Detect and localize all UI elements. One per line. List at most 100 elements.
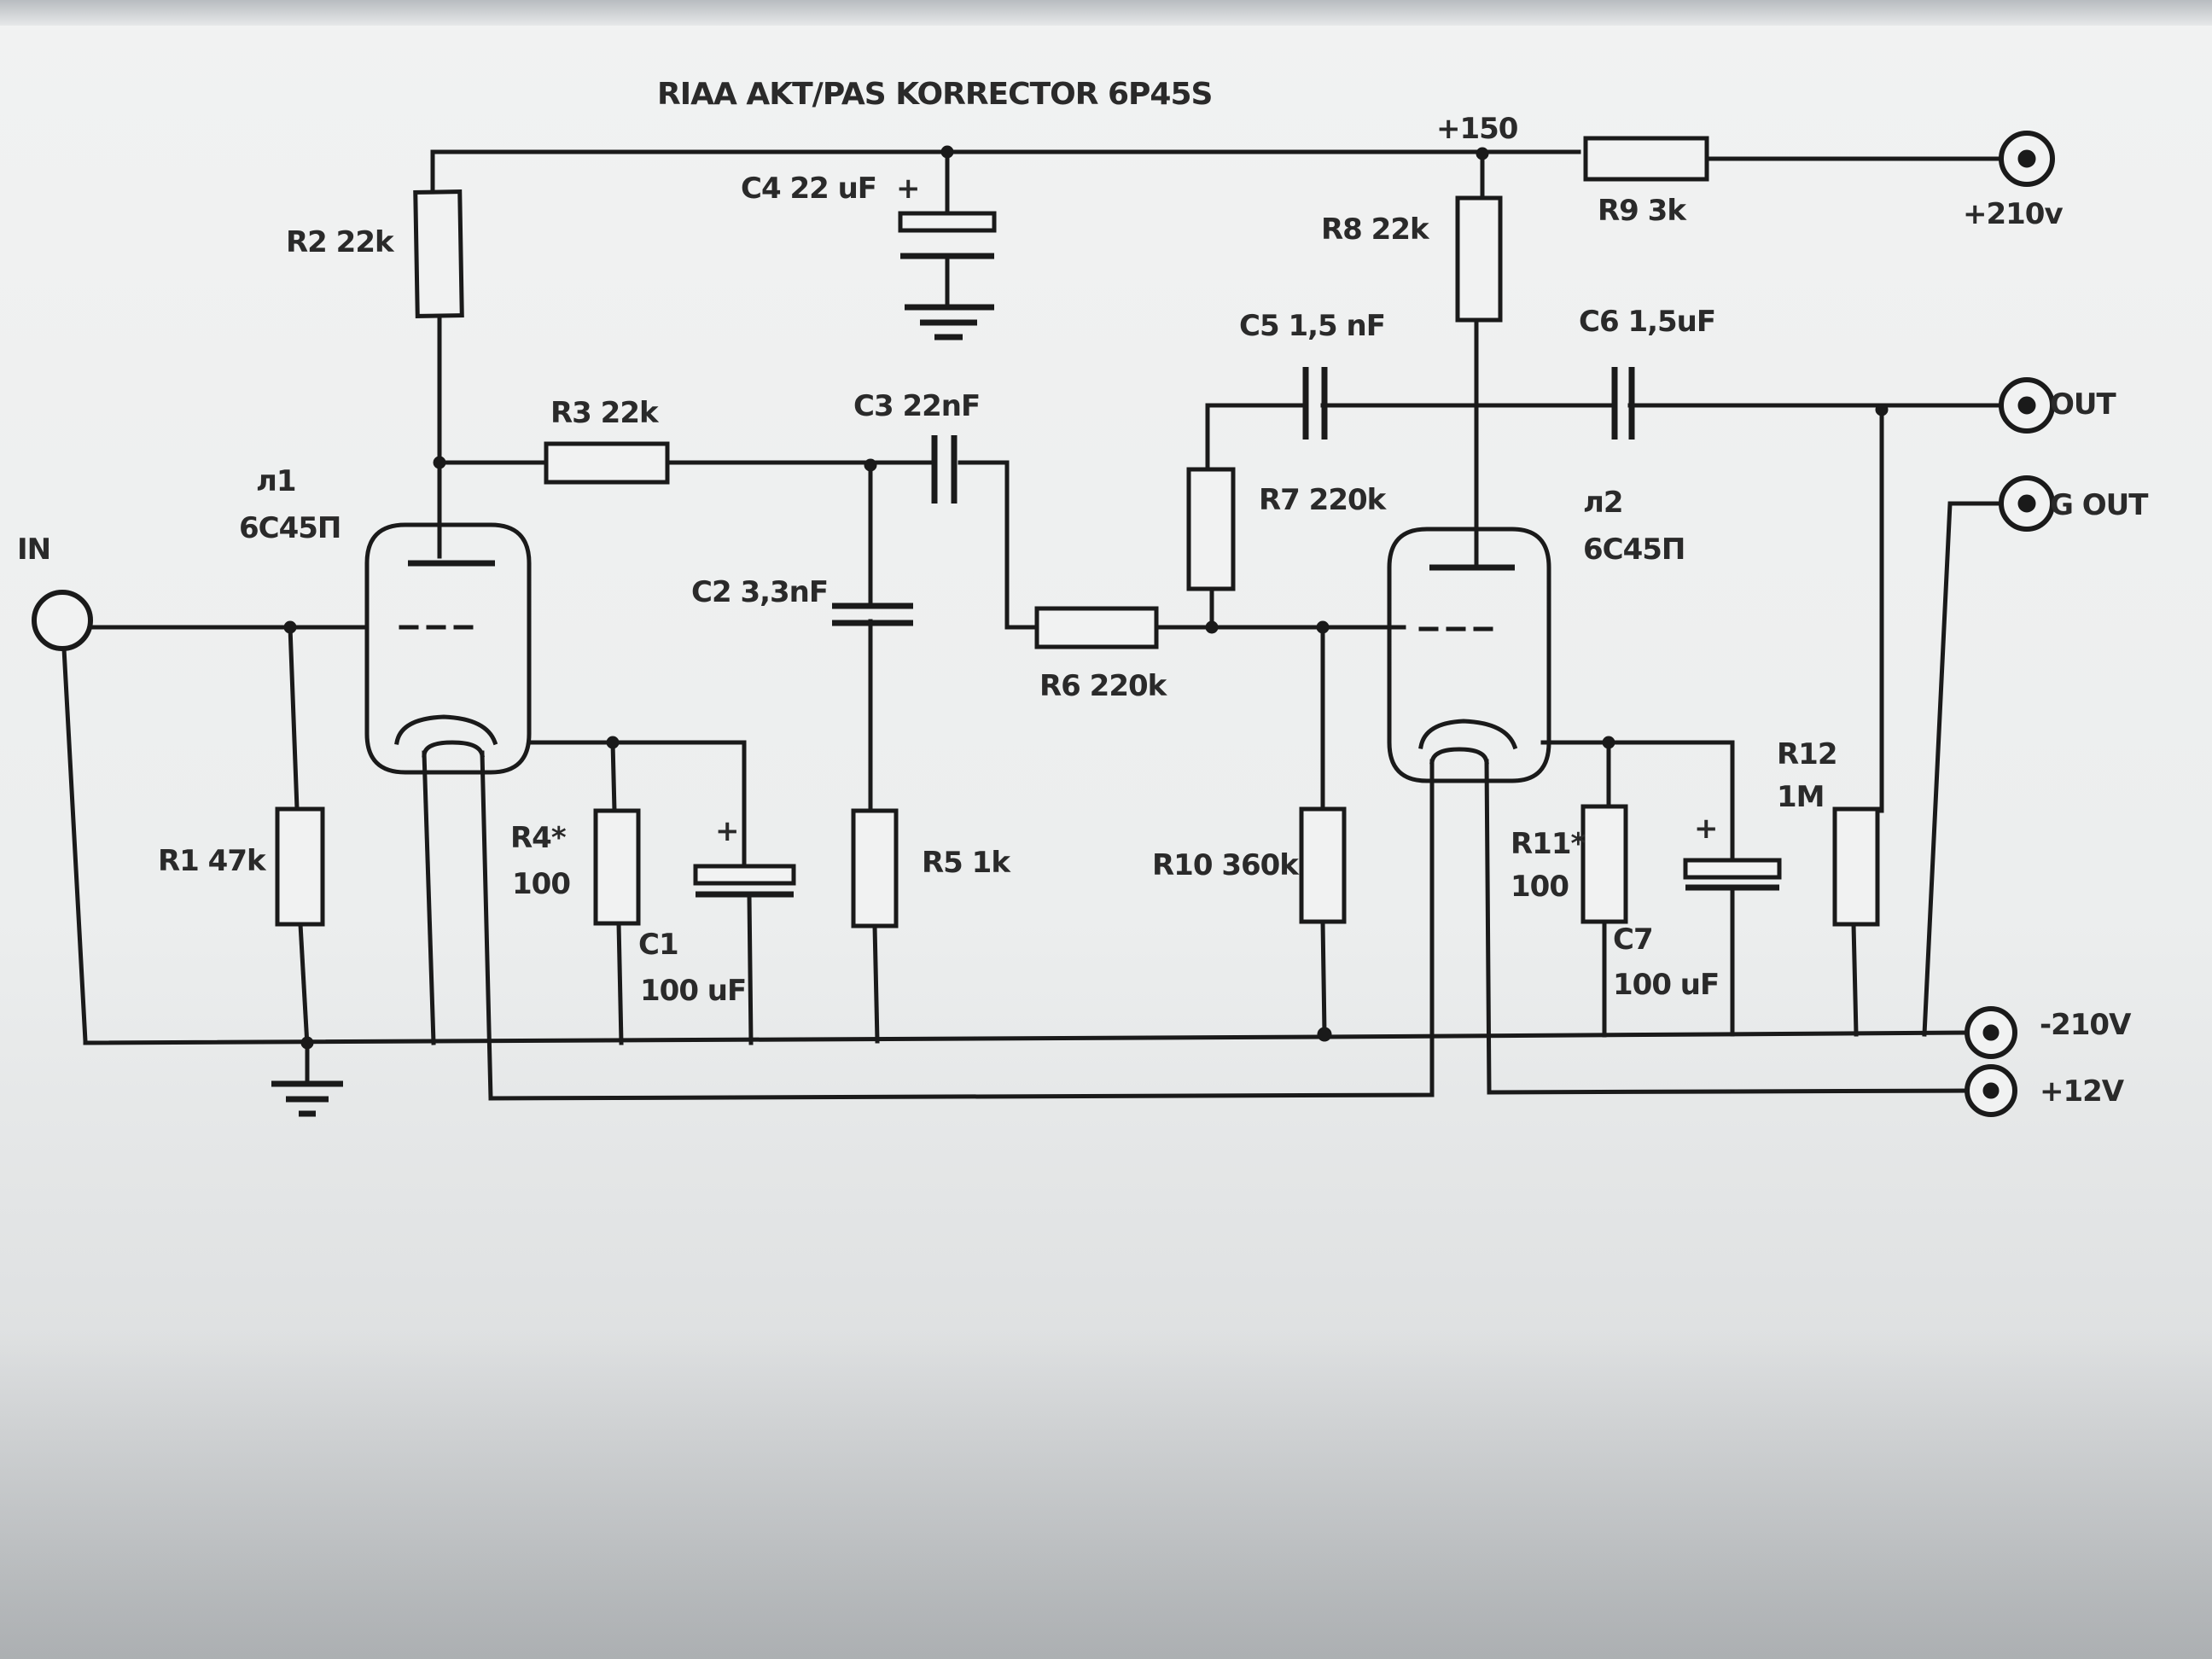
label-r10: R10 360k bbox=[1152, 848, 1300, 882]
label-plus210: +210v bbox=[1963, 197, 2063, 231]
r10-lower-wire bbox=[1320, 919, 1327, 1035]
tube-l2-cathode bbox=[1418, 719, 1518, 750]
label-c3: C3 22nF bbox=[853, 389, 980, 423]
capacitor-c5 bbox=[1302, 367, 1328, 439]
resistor-r5 bbox=[851, 808, 899, 928]
tube-l1 bbox=[364, 522, 532, 775]
resistor-r10 bbox=[1299, 806, 1347, 924]
label-c4-plus: + bbox=[896, 172, 920, 206]
c5-left-wire bbox=[1205, 403, 1308, 472]
terminal-plus210[interactable] bbox=[1999, 131, 2055, 187]
heater-bus-left bbox=[488, 759, 1435, 1101]
c1-lower-wire bbox=[747, 894, 754, 1045]
label-r4: R4* bbox=[510, 821, 567, 855]
schematic-title: RIAA AKT/PAS KORRECTOR 6P45S bbox=[657, 77, 1212, 112]
labels: RIAA AKT/PAS KORRECTOR 6P45S +150 R1 47k… bbox=[17, 77, 2150, 1109]
r4-upper-wire bbox=[610, 740, 617, 813]
resistor-r11 bbox=[1580, 804, 1628, 924]
label-r2: R2 22k bbox=[286, 225, 395, 259]
label-tube1: л1 bbox=[256, 464, 296, 498]
label-gout: G OUT bbox=[2050, 488, 2149, 522]
screen-bottom-shade bbox=[0, 1331, 2212, 1659]
junctions bbox=[283, 145, 1889, 1050]
label-r3: R3 22k bbox=[550, 396, 660, 430]
label-c7: C7 bbox=[1613, 923, 1653, 957]
label-c7-plus: + bbox=[1694, 812, 1718, 846]
terminal-gout[interactable] bbox=[1999, 475, 2055, 532]
junction-c4 bbox=[940, 145, 954, 159]
resistor-r4 bbox=[593, 808, 641, 926]
resistor-r12 bbox=[1832, 806, 1880, 927]
label-c6: C6 1,5uF bbox=[1579, 305, 1715, 339]
capacitor-c2 bbox=[832, 602, 913, 626]
resistor-r6 bbox=[1034, 606, 1159, 649]
label-c4: C4 22 uF bbox=[741, 172, 876, 206]
label-in: IN bbox=[17, 533, 50, 567]
r12-lower-wire bbox=[1851, 922, 1859, 1037]
label-tube1-type: 6C45П bbox=[239, 511, 341, 545]
label-r11-value: 100 bbox=[1511, 870, 1569, 904]
resistors bbox=[275, 136, 1880, 928]
terminal-in[interactable] bbox=[32, 590, 93, 651]
rail-label: +150 bbox=[1436, 112, 1518, 146]
label-r5: R5 1k bbox=[922, 846, 1011, 880]
label-plus12: +12V bbox=[2040, 1074, 2125, 1109]
junction-r4 bbox=[606, 736, 620, 749]
junction-r10 bbox=[1316, 620, 1330, 634]
tube-l1-heater bbox=[422, 740, 485, 758]
label-r11: R11* bbox=[1511, 827, 1586, 861]
resistor-r2 bbox=[413, 189, 464, 318]
label-c5: C5 1,5 nF bbox=[1239, 309, 1385, 343]
label-r1: R1 47k bbox=[158, 844, 267, 878]
heater1-left-wire bbox=[422, 750, 436, 1045]
resistor-r3 bbox=[544, 441, 670, 485]
gout-wire bbox=[1922, 501, 2004, 1037]
junction-r11 bbox=[1602, 736, 1615, 749]
junction-r1 bbox=[283, 620, 297, 634]
label-r4-value: 100 bbox=[512, 867, 570, 901]
label-c7-value: 100 uF bbox=[1613, 968, 1719, 1002]
capacitor-c6 bbox=[1611, 367, 1635, 439]
resistor-r1 bbox=[275, 806, 325, 927]
capacitor-c7 bbox=[1683, 858, 1782, 891]
label-tube2: л2 bbox=[1583, 486, 1623, 520]
label-tube2-type: 6C45П bbox=[1583, 533, 1685, 567]
capacitor-c3 bbox=[931, 435, 958, 504]
heater1-right-wire bbox=[480, 750, 493, 1101]
junction-r7 bbox=[1205, 620, 1219, 634]
terminal-minus210[interactable] bbox=[1965, 1006, 2017, 1059]
ground-symbol-main bbox=[271, 1040, 343, 1117]
tube-l2-heater bbox=[1429, 747, 1489, 765]
r5-lower-wire bbox=[872, 923, 880, 1044]
capacitor-c4 bbox=[898, 211, 997, 259]
window-top-strip bbox=[0, 0, 2212, 26]
ground-bus bbox=[83, 1030, 1974, 1045]
label-c1-plus: + bbox=[715, 814, 739, 848]
junction-r10-ground bbox=[1317, 1027, 1332, 1042]
label-r8: R8 22k bbox=[1321, 212, 1430, 247]
junction-c2 bbox=[864, 458, 877, 472]
terminal-out[interactable] bbox=[1999, 377, 2055, 434]
label-r9: R9 3k bbox=[1598, 194, 1687, 228]
tube-l2 bbox=[1387, 527, 1551, 783]
input-shield-wire bbox=[61, 646, 88, 1044]
label-r12: R12 bbox=[1777, 737, 1837, 771]
label-c2: C2 3,3nF bbox=[691, 575, 828, 609]
resistor-r8 bbox=[1455, 195, 1503, 323]
junction-r12 bbox=[1875, 403, 1889, 416]
label-c1-value: 100 uF bbox=[640, 974, 746, 1008]
heater-bus-right bbox=[1484, 759, 1974, 1095]
label-r7: R7 220k bbox=[1259, 483, 1388, 517]
junction-r8 bbox=[1476, 147, 1489, 160]
r4-lower-wire bbox=[616, 921, 624, 1045]
wires bbox=[61, 149, 2005, 1101]
label-r12-value: 1M bbox=[1777, 780, 1825, 814]
label-r6: R6 220k bbox=[1039, 669, 1168, 703]
r1-lower-wire bbox=[298, 922, 310, 1048]
label-c1: C1 bbox=[638, 928, 678, 962]
terminal-plus12[interactable] bbox=[1965, 1064, 2017, 1117]
tube-l1-cathode bbox=[394, 714, 498, 746]
ground-symbol-c4 bbox=[905, 304, 994, 341]
